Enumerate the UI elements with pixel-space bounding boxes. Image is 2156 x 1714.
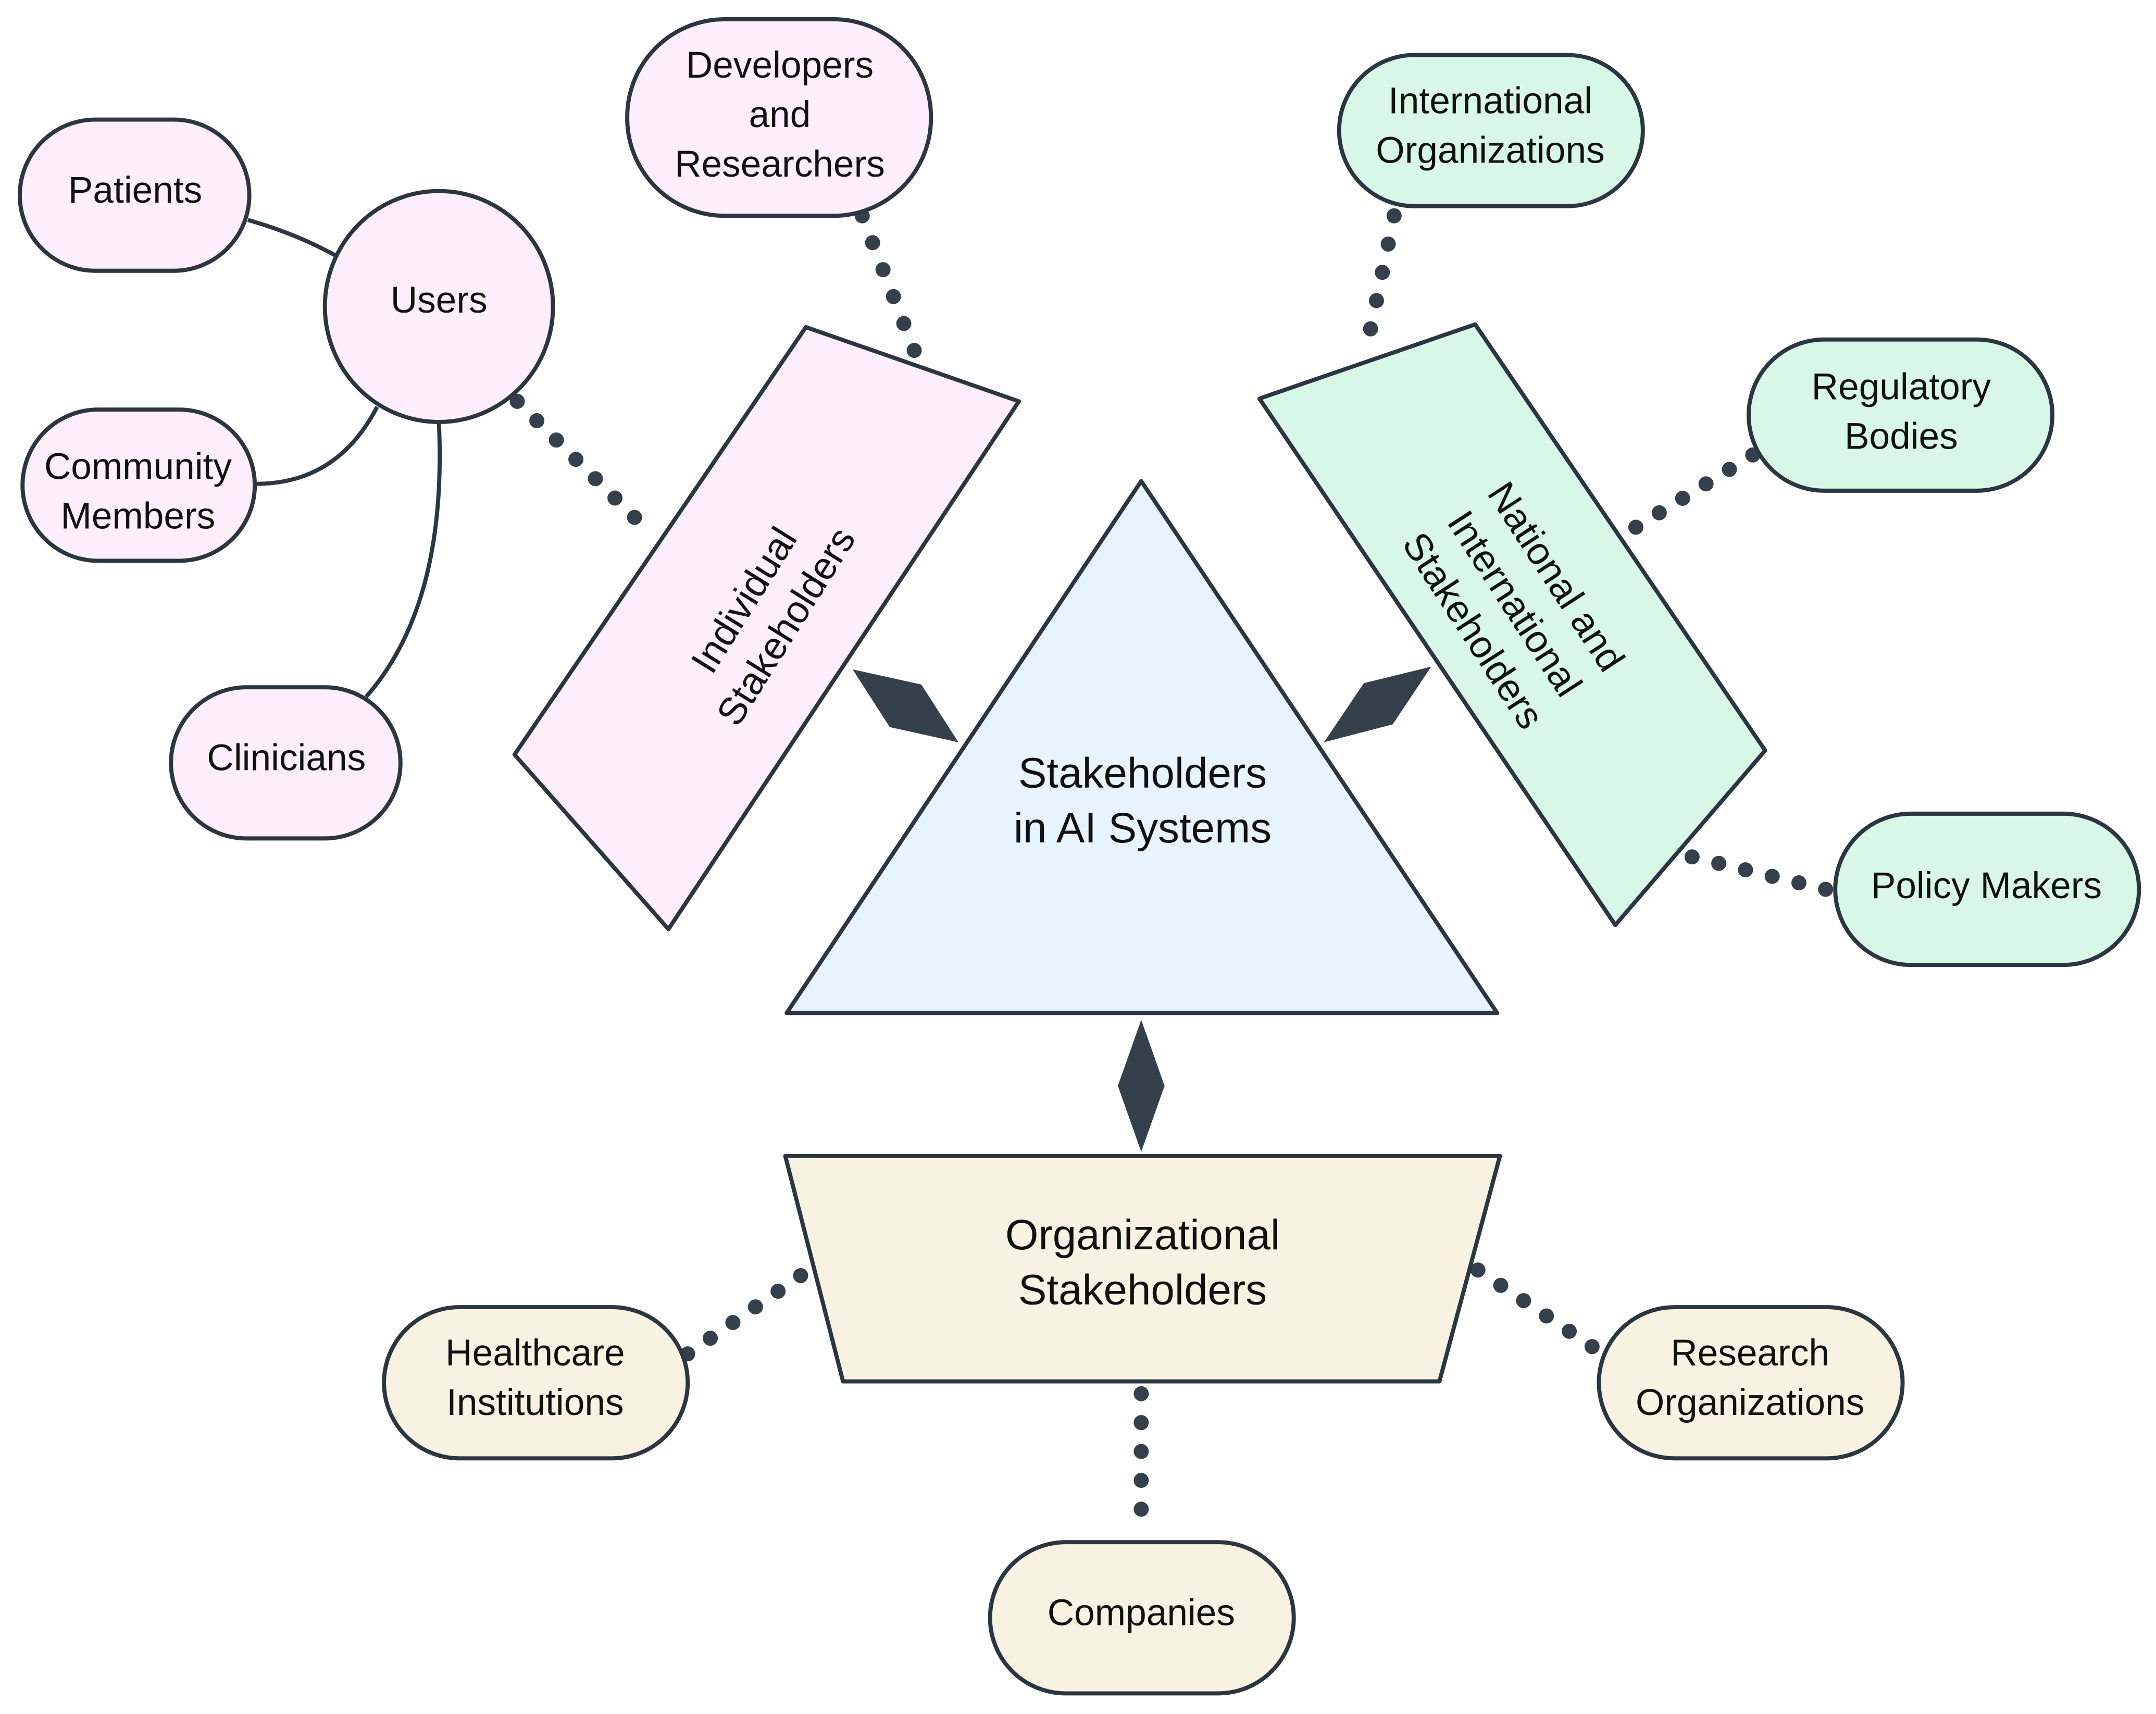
label-line: Bodies bbox=[1845, 416, 1958, 457]
policy-makers-node bbox=[1833, 811, 2141, 967]
connector-users-individual bbox=[509, 393, 658, 541]
connector-users-patients bbox=[247, 218, 337, 258]
policy-makers-label: Policy Makers bbox=[1871, 865, 2102, 906]
connector-regulatory-national bbox=[1623, 447, 1761, 538]
healthcare-institutions-node bbox=[382, 1305, 690, 1461]
label-line: Companies bbox=[1048, 1593, 1235, 1634]
companies-label: Companies bbox=[1048, 1593, 1235, 1634]
international-organizations-node bbox=[1337, 53, 1645, 208]
diamond-connectors bbox=[852, 666, 1431, 1152]
label-line: Researchers bbox=[675, 144, 885, 185]
label-line: Healthcare bbox=[445, 1333, 625, 1374]
label-line: Regulatory bbox=[1812, 366, 1991, 407]
clinicians-node bbox=[169, 685, 403, 841]
connector-developers-individual bbox=[854, 208, 924, 363]
label-line: Developers bbox=[686, 45, 874, 86]
label-line: Users bbox=[391, 280, 488, 321]
national-stakeholders-group: National andInternationalStakeholders bbox=[1257, 322, 1767, 927]
center-triangle bbox=[784, 479, 1500, 1015]
label-line: Policy Makers bbox=[1871, 865, 2102, 906]
research-organizations-node bbox=[1597, 1305, 1905, 1461]
clinicians-label: Clinicians bbox=[207, 738, 366, 779]
label-line: Stakeholders bbox=[1018, 1266, 1267, 1313]
regulatory-bodies-node bbox=[1747, 337, 2055, 493]
label-line: Members bbox=[60, 495, 215, 537]
connector-intlorgs-national bbox=[1357, 208, 1402, 363]
label-line: Research bbox=[1671, 1333, 1829, 1374]
connector-users-clinicians bbox=[364, 423, 442, 699]
label-line: Organizational bbox=[1005, 1211, 1280, 1259]
diamond-org-center bbox=[1118, 1020, 1165, 1152]
organizational-stakeholders-shape bbox=[783, 1153, 1502, 1384]
connector-users-community bbox=[256, 406, 379, 486]
patients-label: Patients bbox=[68, 170, 202, 211]
connectors bbox=[247, 208, 1834, 1545]
center-label: Stakeholders in AI Systems bbox=[1014, 749, 1272, 852]
individual-stakeholders-shape bbox=[512, 325, 1021, 931]
developers-researchers-node bbox=[625, 17, 933, 218]
label-line: Institutions bbox=[446, 1382, 624, 1423]
label-line: and bbox=[749, 94, 811, 135]
label-line: International bbox=[1388, 81, 1592, 122]
connector-research-org bbox=[1470, 1262, 1606, 1359]
label-line: Clinicians bbox=[207, 738, 366, 779]
companies-node bbox=[988, 1540, 1296, 1696]
patients-node bbox=[18, 117, 252, 273]
community-members-node bbox=[20, 407, 257, 563]
diamond-national-center bbox=[1324, 666, 1431, 742]
individual-stakeholders-group: IndividualStakeholders bbox=[512, 325, 1021, 931]
label-line: in AI Systems bbox=[1014, 804, 1272, 852]
users-label: Users bbox=[391, 280, 488, 321]
label-line: Community bbox=[44, 446, 232, 487]
label-line: Stakeholders bbox=[1018, 749, 1267, 797]
connector-policy-national bbox=[1676, 847, 1834, 897]
users-node bbox=[322, 189, 555, 424]
label-line: Organizations bbox=[1376, 130, 1604, 171]
label-line: Patients bbox=[68, 170, 202, 211]
label-line: Organizations bbox=[1636, 1382, 1864, 1423]
center-group: Stakeholders in AI Systems bbox=[784, 479, 1500, 1015]
connector-healthcare-org bbox=[680, 1262, 816, 1362]
national-stakeholders-shape bbox=[1257, 322, 1767, 927]
diamond-individual-center bbox=[852, 669, 958, 742]
